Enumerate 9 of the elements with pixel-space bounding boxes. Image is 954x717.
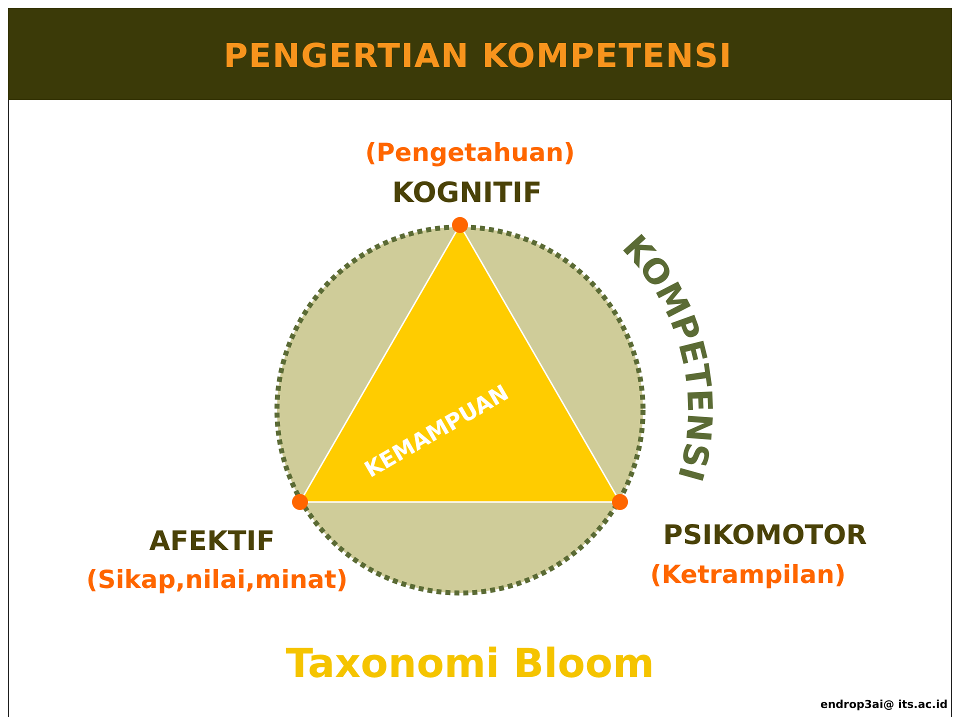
subtitle-label: (Ketrampilan) bbox=[650, 560, 846, 589]
vertex-label: AFEKTIF bbox=[149, 526, 275, 557]
subtitle-label: (Sikap,nilai,minat) bbox=[86, 565, 348, 594]
caption: Taxonomi Bloom bbox=[286, 641, 654, 687]
subtitle-label: (Pengetahuan) bbox=[365, 138, 575, 167]
email-text: endrop3ai@ its.ac.id bbox=[820, 698, 948, 711]
title: PENGERTIAN KOMPETENSI bbox=[224, 36, 732, 75]
vertex-label: KOGNITIF bbox=[392, 176, 542, 209]
vertex-label: PSIKOMOTOR bbox=[663, 520, 867, 551]
